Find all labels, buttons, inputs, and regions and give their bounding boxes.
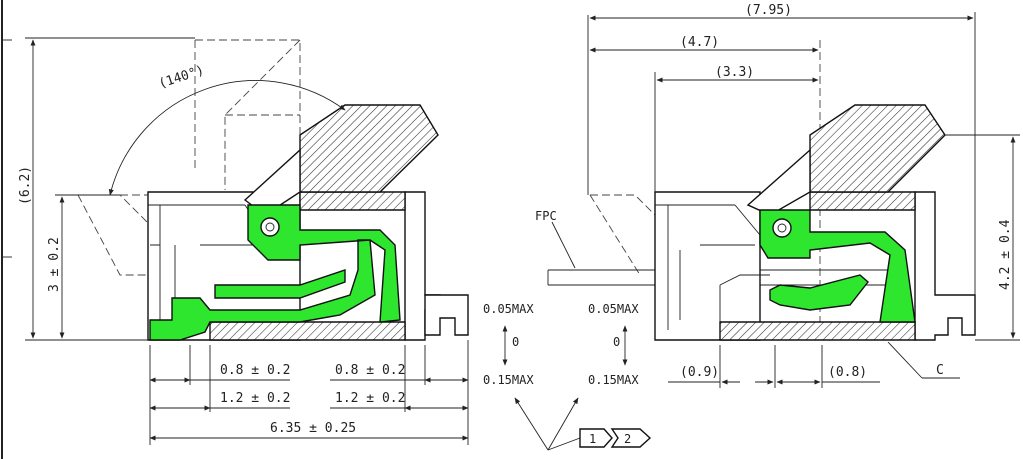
right-cover-hatch [809,191,916,211]
right-pivot-pin [772,218,792,238]
dim-47-label: (4.7) [680,35,719,50]
right-body-inner [655,204,761,330]
chamfer-label: C [936,363,944,378]
right-base-hatch [719,321,916,341]
dim-right-1-label: 0.8 ± 0.2 [335,363,405,378]
height-total-label: (6.2) [18,166,33,205]
width-total-label: 6.35 ± 0.25 [270,421,356,436]
flag-leader [514,397,549,451]
dim-795-label: (7.95) [745,3,792,18]
pivot-pin [260,217,280,237]
flag-leader [547,397,579,451]
fpc-label: FPC [535,209,557,223]
right-housing [914,191,976,341]
right-view: FPC (7.95) (4.7) (3.3) 4.2 ± 0.4 [535,3,1020,388]
tol-right-min: 0.15MAX [588,373,639,387]
angle-label: (140°) [157,63,206,92]
flag-2-shape [610,428,652,448]
height-right-label: 4.2 ± 0.4 [998,219,1013,290]
dim-08-label: (0.8) [828,365,867,380]
right-contact-green [759,209,916,323]
dim-left-2-label: 1.2 ± 0.2 [220,391,290,406]
tolerance-block: 0.05MAX 0.15MAX 0 0.05MAX 0.15MAX 0 1 2 [483,302,652,451]
base-bottom-hatch [209,321,406,341]
lever-closed [299,104,439,193]
chamfer-leader [887,341,923,379]
tol-right-max: 0.05MAX [588,302,639,316]
pivot-pin-inner [265,222,275,232]
flag-1-shape [579,428,613,448]
housing-tab [424,294,469,336]
flag-leader-base [547,437,581,451]
contact-green-tail [214,269,346,299]
tol-left-zero: 0 [512,335,519,349]
body-inner-lines [148,204,266,330]
tol-left-min: 0.15MAX [483,373,534,387]
right-lever-arm [746,148,811,216]
cover-top-hatch [299,191,406,211]
left-view: (140°) (6.2) 3 ± 0.2 0.8 ± 0.2 0.8 ± 0.2… [18,37,469,445]
contact-green [149,204,401,341]
flag-2-label: 2 [624,432,631,446]
flag-1-label: 1 [589,432,596,446]
right-body-outline [654,191,761,341]
dim-09-label: (0.9) [680,365,719,380]
angle-arc [108,80,346,196]
right-pivot-pin-inner [777,223,787,233]
dim-left-1-label: 0.8 ± 0.2 [220,363,290,378]
dim-right-2-label: 1.2 ± 0.2 [335,391,405,406]
height-body-label: 3 ± 0.2 [47,237,62,292]
right-lever [809,104,946,193]
tol-right-zero: 0 [613,335,620,349]
fpc-leader [551,221,576,269]
dim-33-label: (3.3) [715,65,754,80]
tol-left-max: 0.05MAX [483,302,534,316]
right-contact-lower [719,274,770,322]
